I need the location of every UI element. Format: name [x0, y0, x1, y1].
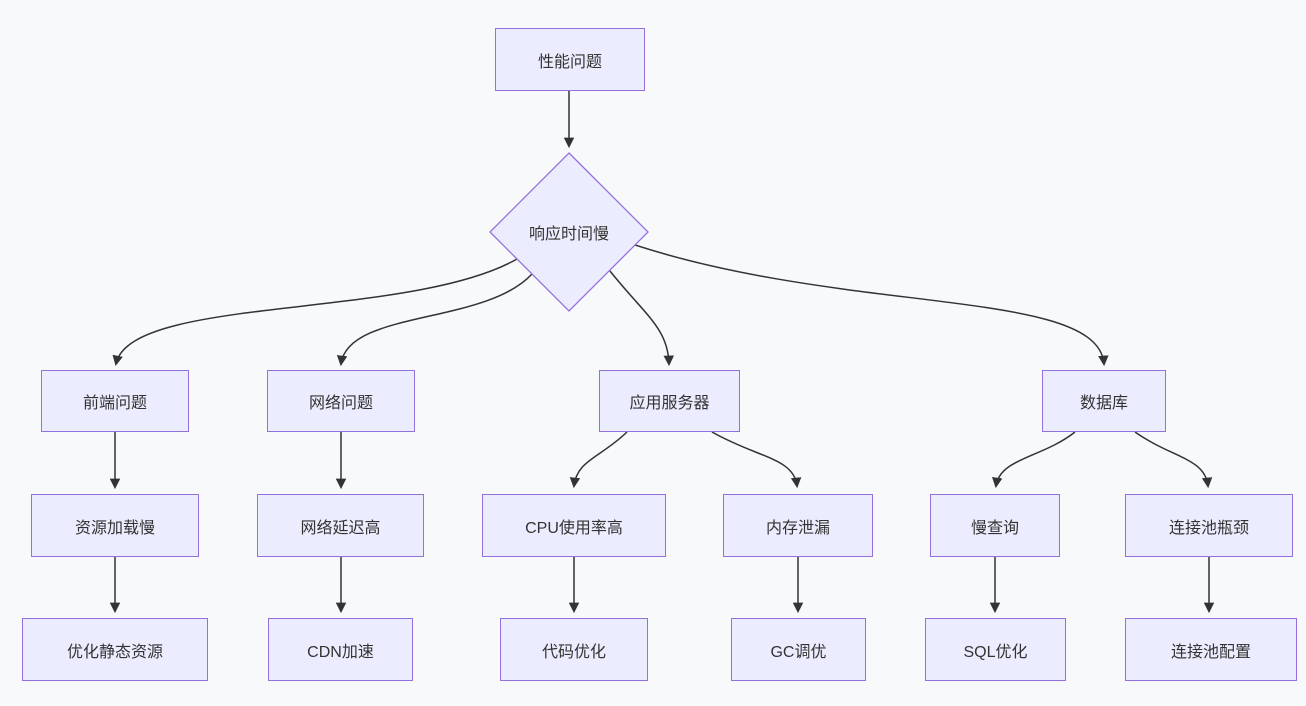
edge-decision-frontend: [112, 258, 518, 367]
node-network-label: 网络问题: [308, 395, 373, 412]
node-decision: 响应时间慢: [494, 217, 644, 247]
node-cdn: CDN加速: [268, 618, 413, 681]
node-optimize-static-label: 优化静态资源: [66, 643, 163, 661]
node-code-opt: 代码优化: [500, 618, 648, 681]
node-sql-opt-label: SQL优化: [963, 643, 1028, 661]
edge-decision-appserver: [609, 270, 675, 367]
edge-appserver-memory-leak: [711, 431, 802, 489]
node-database-label: 数据库: [1079, 395, 1128, 412]
node-memory-leak: 内存泄漏: [723, 494, 873, 557]
node-gc-tuning-label: GC调优: [770, 643, 827, 661]
node-slow-query: 慢查询: [930, 494, 1060, 557]
edge-decision-network: [336, 273, 533, 367]
node-gc-tuning: GC调优: [731, 618, 866, 681]
node-root: 性能问题: [495, 28, 645, 91]
node-latency-high-label: 网络延迟高: [300, 519, 381, 537]
node-resource-slow-label: 资源加载慢: [74, 519, 155, 537]
node-cdn-label: CDN加速: [307, 643, 374, 661]
node-optimize-static: 优化静态资源: [22, 618, 208, 681]
node-frontend: 前端问题: [41, 370, 189, 432]
node-database: 数据库: [1042, 370, 1166, 432]
node-appserver-label: 应用服务器: [629, 395, 710, 412]
node-pool-bottleneck-label: 连接池瓶颈: [1168, 519, 1249, 537]
node-latency-high: 网络延迟高: [257, 494, 424, 557]
node-network: 网络问题: [267, 370, 415, 432]
node-sql-opt: SQL优化: [925, 618, 1066, 681]
node-slow-query-label: 慢查询: [970, 519, 1019, 537]
edge-database-pool-bottleneck: [1134, 431, 1213, 489]
node-pool-bottleneck: 连接池瓶颈: [1125, 494, 1293, 557]
node-root-label: 性能问题: [537, 53, 602, 71]
node-pool-config: 连接池配置: [1125, 618, 1297, 681]
node-decision-label: 响应时间慢: [528, 226, 609, 243]
edge-decision-database: [634, 244, 1109, 367]
node-pool-config-label: 连接池配置: [1170, 643, 1251, 661]
node-resource-slow: 资源加载慢: [31, 494, 199, 557]
node-cpu-high: CPU使用率高: [482, 494, 666, 557]
node-code-opt-label: 代码优化: [541, 643, 606, 661]
edge-appserver-cpu-high: [569, 431, 628, 489]
node-memory-leak-label: 内存泄漏: [765, 519, 830, 537]
edge-database-slow-query: [992, 431, 1076, 489]
node-appserver: 应用服务器: [599, 370, 740, 432]
node-decision-shape: [489, 152, 649, 312]
node-cpu-high-label: CPU使用率高: [525, 519, 623, 537]
node-frontend-label: 前端问题: [82, 395, 147, 412]
